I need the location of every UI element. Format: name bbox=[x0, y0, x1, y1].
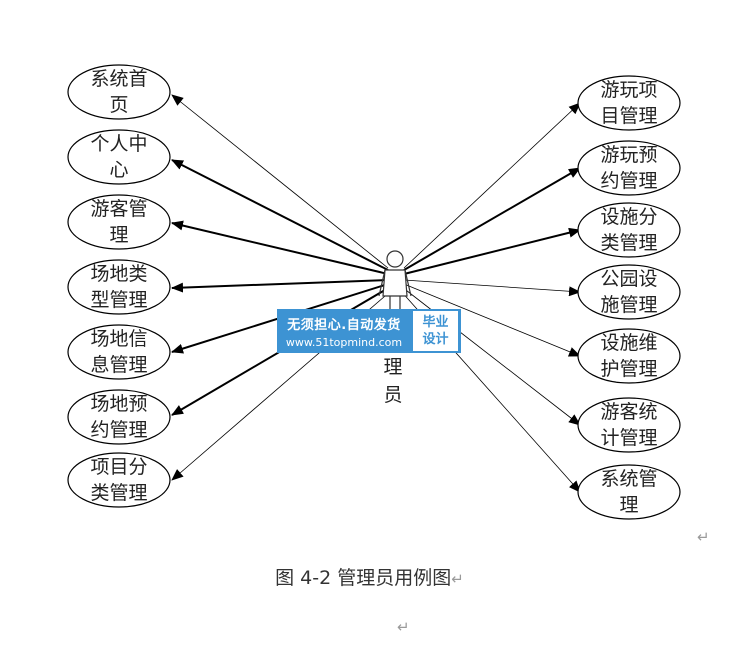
association-line bbox=[403, 102, 581, 269]
use-case-label: 设施维 bbox=[600, 332, 657, 354]
use-case-label: 场地信 bbox=[90, 328, 147, 350]
use-case-label: 类管理 bbox=[90, 482, 147, 504]
use-case-label: 理 bbox=[109, 224, 128, 246]
use-case-label: 类管理 bbox=[600, 232, 657, 254]
use-case-label: 约管理 bbox=[600, 170, 657, 192]
actor-label: 理 bbox=[383, 356, 402, 378]
use-case-venue-type-management: 场地类 型管理 bbox=[67, 259, 171, 315]
use-case-label: 公园设 bbox=[600, 268, 657, 290]
watermark-badge: 无须担心.自动发货 www.51topmind.com 毕业 设计 bbox=[277, 309, 461, 353]
use-case-facility-category-management: 设施分 类管理 bbox=[577, 202, 681, 258]
use-case-label: 个人中 bbox=[90, 133, 147, 155]
use-case-park-facility-management: 公园设 施管理 bbox=[577, 264, 681, 320]
use-case-label: 页 bbox=[109, 94, 128, 116]
association-line bbox=[401, 286, 581, 426]
use-case-label: 理 bbox=[619, 494, 638, 516]
use-case-home: 系统首 页 bbox=[67, 64, 171, 120]
use-case-label: 系统首 bbox=[90, 68, 147, 90]
use-case-label: 游玩预 bbox=[600, 144, 657, 166]
use-case-label: 场地预 bbox=[90, 393, 147, 415]
use-case-visitor-statistics-management: 游客统 计管理 bbox=[577, 397, 681, 453]
use-case-label: 游客统 bbox=[600, 401, 657, 423]
use-case-label: 项目分 bbox=[90, 456, 147, 478]
association-line bbox=[171, 94, 389, 269]
actor-figure-icon bbox=[378, 250, 412, 312]
use-case-personal-center: 个人中 心 bbox=[67, 129, 171, 185]
association-line bbox=[171, 220, 389, 275]
association-lines bbox=[171, 94, 581, 493]
use-case-label: 场地类 bbox=[90, 263, 147, 285]
use-case-label: 游客管 bbox=[90, 198, 147, 220]
figure-caption: 图 4-2 管理员用例图↵ bbox=[0, 563, 739, 590]
use-case-label: 系统管 bbox=[600, 468, 657, 490]
use-case-visitor-management: 游客管 理 bbox=[67, 194, 171, 250]
use-case-label: 息管理 bbox=[90, 354, 147, 376]
use-case-label: 设施分 bbox=[600, 206, 657, 228]
use-case-ride-booking-management: 游玩预 约管理 bbox=[577, 140, 681, 196]
actor-label: 员 bbox=[383, 384, 402, 406]
watermark-url: www.51topmind.com bbox=[285, 335, 403, 349]
watermark-logo-text: 设计 bbox=[422, 332, 449, 347]
watermark-logo: 毕业 设计 bbox=[413, 311, 458, 351]
association-line bbox=[403, 167, 581, 271]
watermark-text: 无须担心.自动发货 www.51topmind.com bbox=[277, 309, 411, 353]
paragraph-mark: ↵ bbox=[697, 528, 710, 546]
paragraph-mark: ↵ bbox=[397, 618, 410, 636]
left-use-cases: 系统首 页 个人中 心 游客管 理 场地类 型管理 场地信 息管理 场地预 约管… bbox=[67, 64, 171, 508]
watermark-slogan: 无须担心.自动发货 bbox=[287, 317, 401, 333]
use-case-ride-project-management: 游玩项 目管理 bbox=[577, 75, 681, 131]
use-case-label: 约管理 bbox=[90, 419, 147, 441]
association-line bbox=[171, 279, 389, 293]
use-case-venue-booking-management: 场地预 约管理 bbox=[67, 389, 171, 445]
association-line bbox=[403, 279, 581, 297]
use-case-label: 目管理 bbox=[600, 105, 657, 127]
use-case-label: 游玩项 bbox=[600, 79, 657, 101]
use-case-label: 型管理 bbox=[90, 289, 147, 311]
watermark-logo-text: 毕业 bbox=[422, 315, 449, 330]
use-case-venue-info-management: 场地信 息管理 bbox=[67, 324, 171, 380]
association-line bbox=[403, 283, 581, 357]
use-case-label: 计管理 bbox=[600, 427, 657, 449]
use-case-label: 护管理 bbox=[600, 358, 657, 380]
caption-text: 图 4-2 管理员用例图 bbox=[275, 567, 452, 589]
association-line bbox=[171, 159, 389, 271]
use-case-label: 施管理 bbox=[600, 294, 657, 316]
actor-admin: 理 员 bbox=[378, 250, 412, 406]
use-case-system-management: 系统管 理 bbox=[577, 464, 681, 520]
use-case-project-category-management: 项目分 类管理 bbox=[67, 452, 171, 508]
association-line bbox=[403, 227, 581, 275]
use-case-label: 心 bbox=[109, 159, 128, 181]
use-case-facility-maintenance-management: 设施维 护管理 bbox=[577, 328, 681, 384]
paragraph-mark: ↵ bbox=[451, 570, 464, 588]
right-use-cases: 游玩项 目管理 游玩预 约管理 设施分 类管理 公园设 施管理 设施维 护管理 … bbox=[577, 75, 681, 520]
